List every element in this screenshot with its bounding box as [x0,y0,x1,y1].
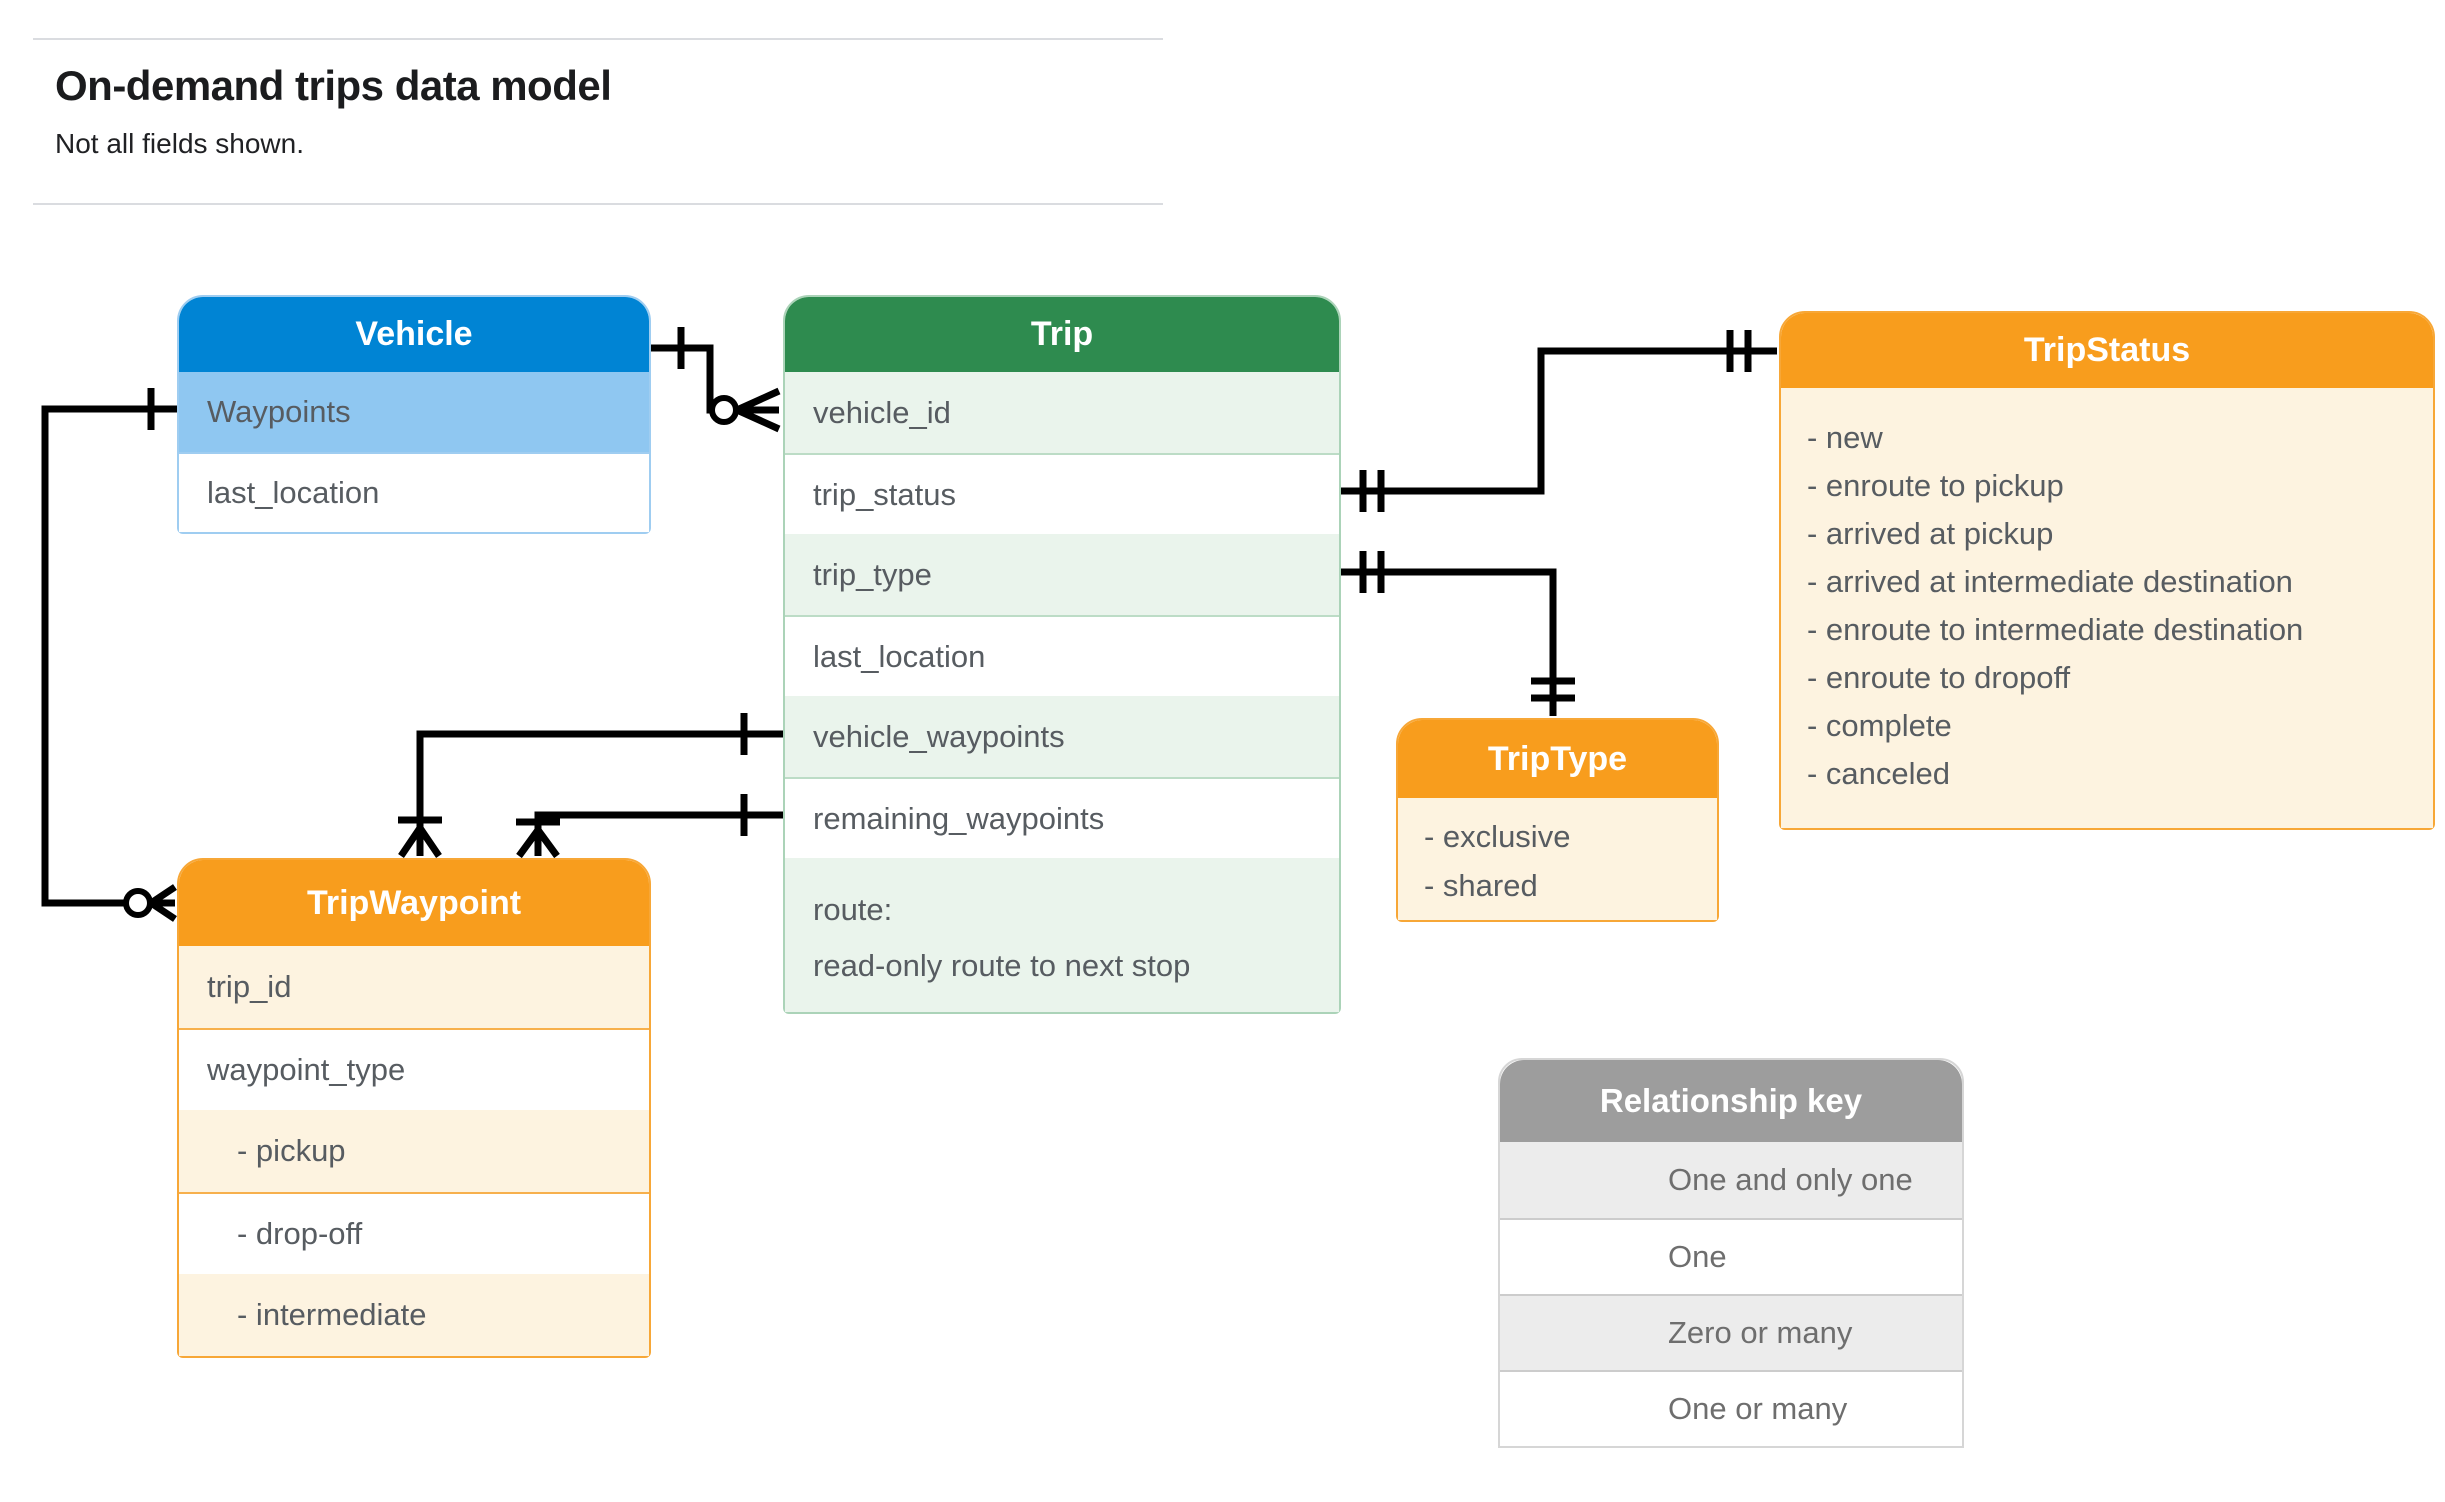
trip-field-trip-status: trip_status [785,453,1339,534]
tripwaypoint-value-drop-off: - drop-off [179,1192,649,1274]
triptype-values-list: - exclusive - shared [1398,798,1717,920]
tripwaypoint-value-pickup: - pickup [179,1110,649,1192]
triptype-value: - exclusive [1424,819,1571,854]
trip-route-line2: read-only route to next stop [813,948,1191,983]
legend-row-zero-or-many: Zero or many [1500,1294,1962,1370]
connector-vehicle-to-trip [651,327,781,433]
connector-vehicle-waypoints-to-tripwaypoint [41,388,177,922]
entity-tripwaypoint: TripWaypoint trip_id waypoint_type - pic… [177,858,651,1358]
tripstatus-value: - complete [1807,708,1952,743]
tripstatus-value: - arrived at pickup [1807,516,2054,551]
tripwaypoint-value-intermediate: - intermediate [179,1274,649,1356]
relationship-key-header: Relationship key [1500,1060,1962,1142]
trip-field-last-location: last_location [785,615,1339,696]
trip-route-line1: route: [813,892,893,927]
entity-tripwaypoint-header: TripWaypoint [179,860,649,946]
tripstatus-value: - enroute to dropoff [1807,660,2071,695]
tripstatus-value: - canceled [1807,756,1951,791]
trip-field-vehicle-waypoints: vehicle_waypoints [785,696,1339,777]
trip-field-trip-type: trip_type [785,534,1339,615]
tripwaypoint-field-waypoint-type: waypoint_type [179,1028,649,1110]
tripstatus-value: - enroute to pickup [1807,468,2064,503]
entity-vehicle-header: Vehicle [179,297,649,372]
entity-vehicle: Vehicle Waypoints last_location [177,295,651,534]
entity-trip-header: Trip [785,297,1339,372]
triptype-value: - shared [1424,868,1538,903]
tripstatus-value: - new [1807,420,1883,455]
tripstatus-value: - enroute to intermediate destination [1807,612,2304,647]
entity-triptype: TripType - exclusive - shared [1396,718,1719,922]
connector-vehicle-waypoints-field-to-tripwaypoint [398,713,783,858]
title-bottom-divider [33,203,1163,205]
trip-field-vehicle-id: vehicle_id [785,372,1339,453]
tripwaypoint-field-trip-id: trip_id [179,946,649,1028]
entity-trip: Trip vehicle_id trip_status trip_type la… [783,295,1341,1014]
connector-remaining-waypoints-to-tripwaypoint [516,794,783,859]
tripstatus-values-list: - new - enroute to pickup - arrived at p… [1781,388,2433,828]
legend-row-one-or-many: One or many [1500,1370,1962,1446]
vehicle-field-last-location: last_location [179,452,649,532]
entity-triptype-header: TripType [1398,720,1717,798]
entity-tripstatus-header: TripStatus [1781,313,2433,388]
trip-field-remaining-waypoints: remaining_waypoints [785,777,1339,858]
connector-trip-type-to-triptype [1341,551,1575,716]
legend-row-one: One [1500,1218,1962,1294]
vehicle-field-waypoints: Waypoints [179,372,649,452]
tripstatus-value: - arrived at intermediate destination [1807,564,2293,599]
page-subtitle: Not all fields shown. [55,128,305,159]
relationship-key: Relationship key One and only one One Ze… [1498,1058,1964,1448]
entity-tripstatus: TripStatus - new - enroute to pickup - a… [1779,311,2435,830]
top-divider [33,38,1163,40]
legend-row-one-and-only-one: One and only one [1500,1142,1962,1218]
trip-field-route: route: read-only route to next stop [785,858,1339,1012]
connector-trip-status-to-tripstatus [1341,330,1777,512]
page-title: On-demand trips data model [55,62,612,109]
